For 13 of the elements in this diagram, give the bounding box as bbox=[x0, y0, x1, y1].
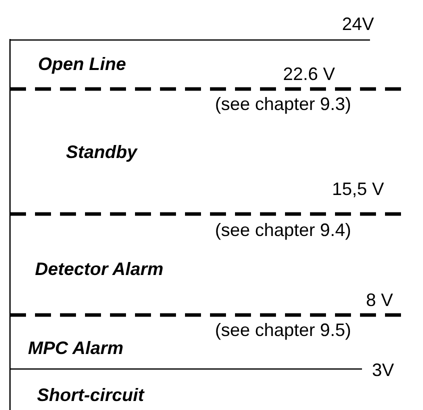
state-label: Standby bbox=[66, 141, 138, 163]
state-label: MPC Alarm bbox=[28, 337, 124, 359]
chapter-reference: (see chapter 9.3) bbox=[215, 93, 352, 115]
voltage-value: 15,5 V bbox=[332, 178, 384, 200]
voltage-value: 24V bbox=[342, 13, 374, 35]
chapter-reference: (see chapter 9.5) bbox=[215, 319, 352, 341]
state-label: Detector Alarm bbox=[35, 258, 164, 280]
chapter-reference: (see chapter 9.4) bbox=[215, 219, 352, 241]
state-label: Open Line bbox=[38, 53, 126, 75]
voltage-value: 22.6 V bbox=[283, 63, 336, 85]
state-label: Short-circuit bbox=[37, 384, 144, 406]
voltage-value: 3V bbox=[372, 359, 394, 381]
voltage-value: 8 V bbox=[366, 289, 394, 311]
